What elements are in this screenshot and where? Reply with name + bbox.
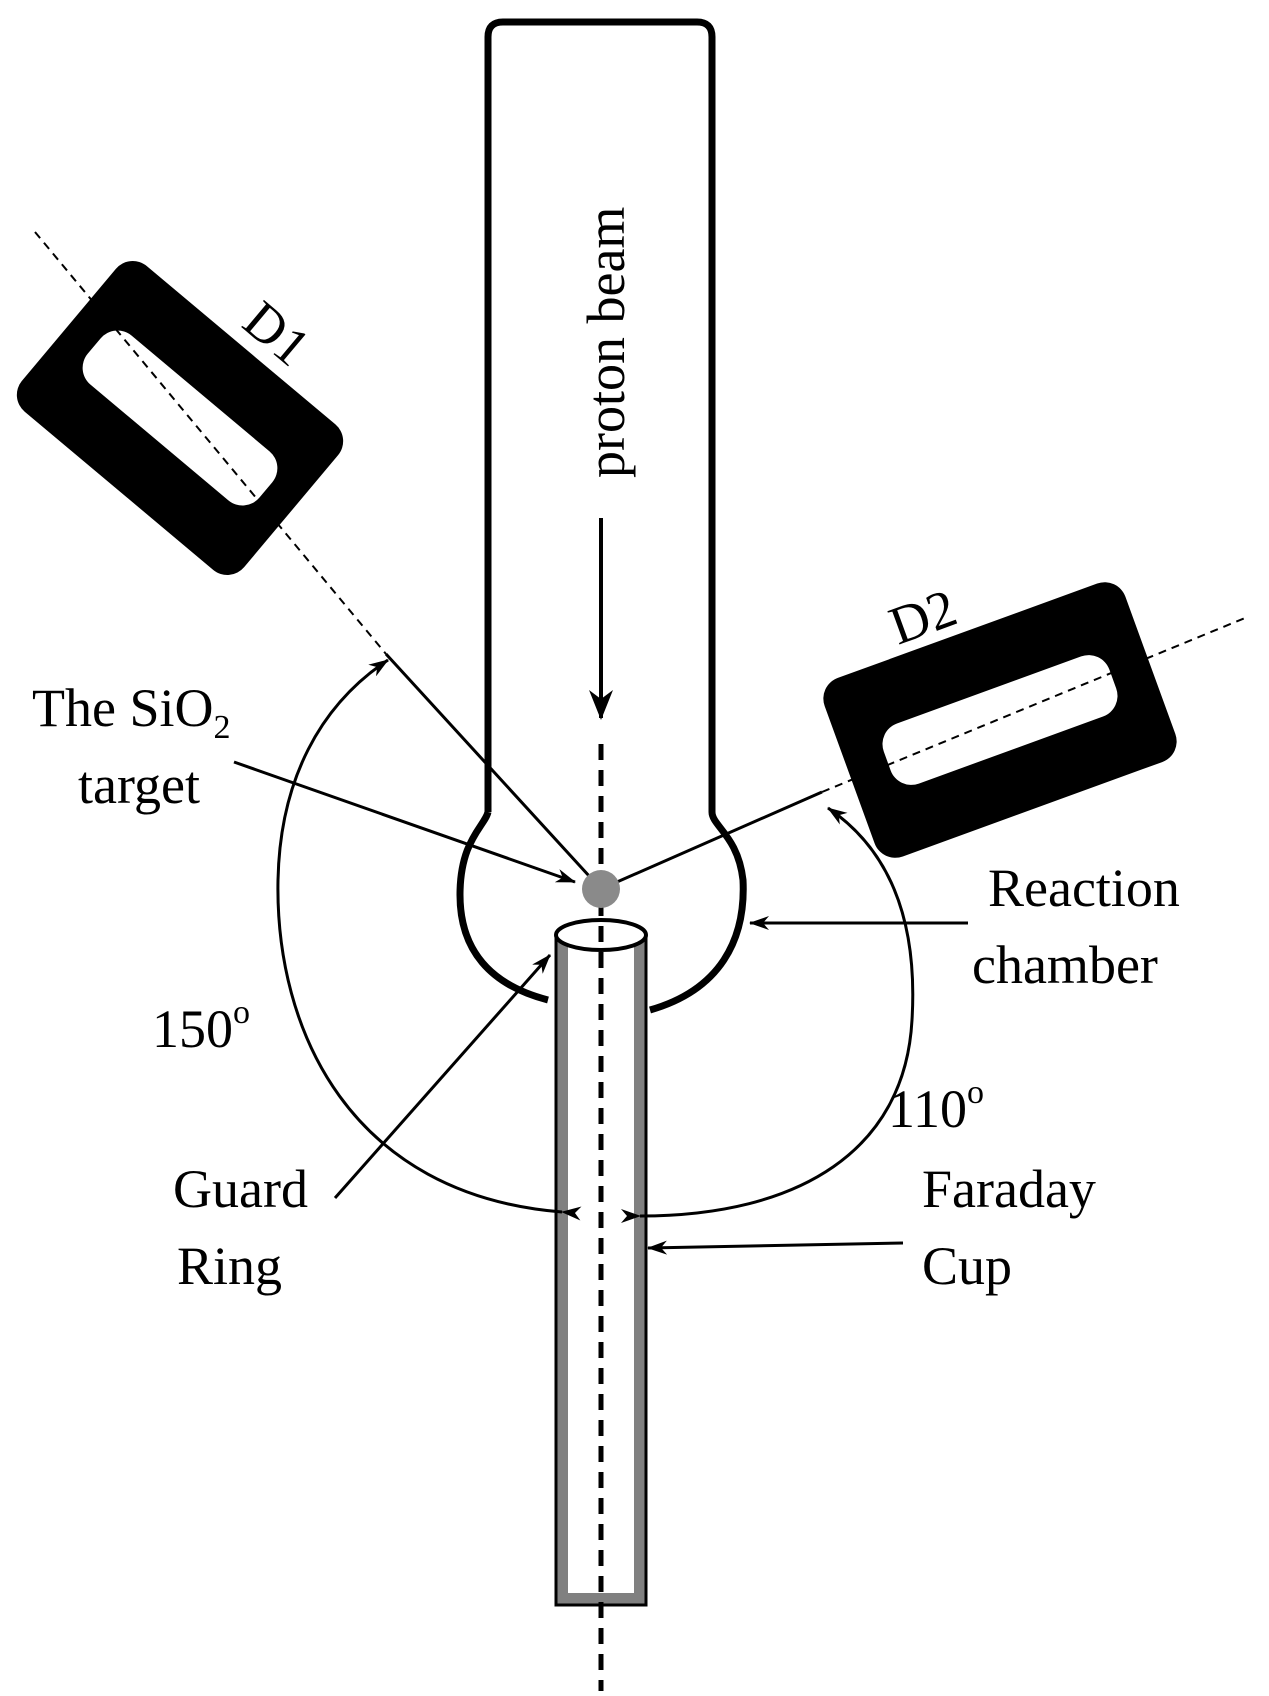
guard-label-line2: Ring (177, 1236, 282, 1296)
chamber-label-line2: chamber (972, 935, 1158, 995)
angle-110-arc (620, 806, 915, 1224)
target-label-line2: target (78, 755, 200, 815)
angle-110-label: 110o (888, 1074, 984, 1139)
angle-150-unit: o (233, 994, 250, 1031)
faraday-leader-arrow (647, 1240, 904, 1255)
angle-150-label: 150o (152, 994, 250, 1059)
target-label-subscript: 2 (214, 709, 231, 746)
angle-150-arc (276, 658, 582, 1221)
d2-axis-dashed (821, 617, 1246, 793)
faraday-label-line1: Faraday (922, 1159, 1096, 1219)
target-leader-arrow (233, 760, 576, 884)
angle-150-value: 150 (152, 999, 233, 1059)
sio2-target (582, 870, 620, 908)
guard-ring-leader-arrow (333, 954, 552, 1199)
faraday-label-line2: Cup (922, 1236, 1012, 1296)
detector-d1 (16, 261, 344, 575)
angle-110-value: 110 (888, 1079, 967, 1139)
d1-axis-dashed (34, 231, 387, 655)
angle-110-unit: o (967, 1074, 984, 1111)
detector-d2 (823, 582, 1177, 858)
target-label-main: The SiO (32, 678, 214, 738)
proton-beam-label: proton beam (576, 207, 636, 478)
chamber-label-line1: Reaction (988, 858, 1180, 918)
guard-label-line1: Guard (173, 1159, 308, 1219)
target-label: The SiO2 (32, 678, 231, 746)
